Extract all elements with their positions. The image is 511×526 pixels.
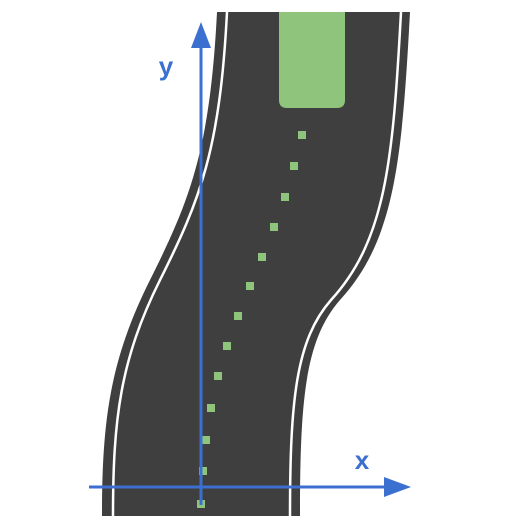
path-dot bbox=[234, 312, 242, 320]
path-dot bbox=[207, 404, 215, 412]
path-dot bbox=[298, 131, 306, 139]
road-left-edge-line bbox=[111, 11, 229, 517]
path-dot bbox=[258, 253, 266, 261]
y-axis-label: y bbox=[159, 51, 174, 81]
y-axis-arrowhead bbox=[191, 22, 211, 48]
path-dot bbox=[270, 223, 278, 231]
path-dot bbox=[202, 436, 210, 444]
path-dot bbox=[223, 342, 231, 350]
road-right-edge-line bbox=[288, 11, 403, 517]
path-dot bbox=[199, 467, 207, 475]
path-dot bbox=[214, 372, 222, 380]
path-dot bbox=[246, 282, 254, 290]
path-dot bbox=[281, 193, 289, 201]
road-surface bbox=[102, 12, 410, 516]
vehicle-block bbox=[279, 12, 345, 108]
path-dot bbox=[290, 162, 298, 170]
x-axis-label: x bbox=[355, 445, 370, 475]
x-axis-arrowhead bbox=[384, 477, 411, 497]
